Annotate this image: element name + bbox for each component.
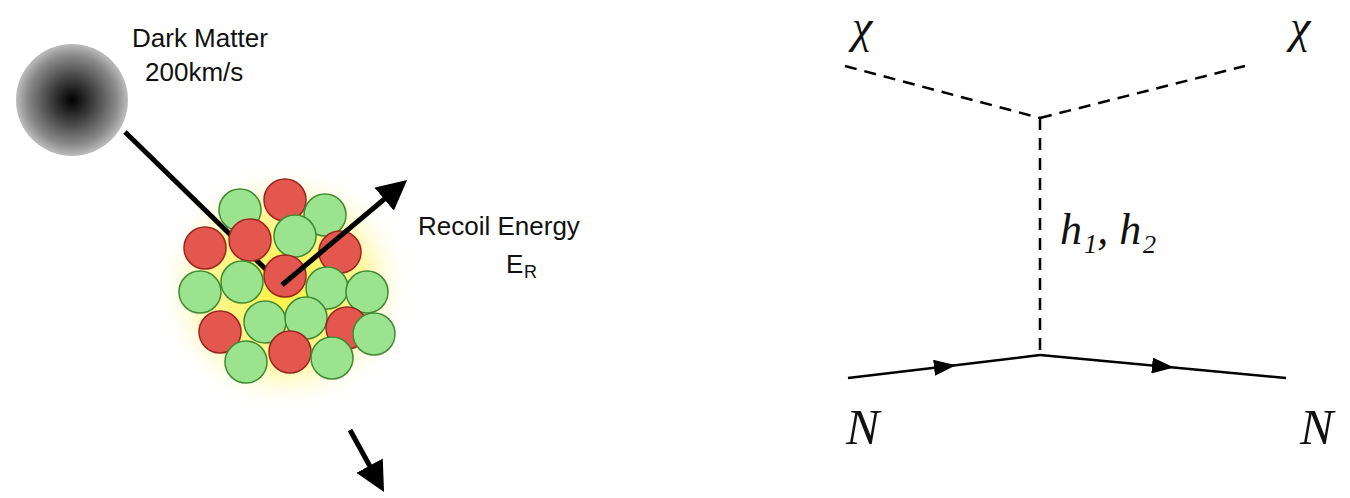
proton [264, 179, 306, 221]
subscript: R [524, 263, 537, 283]
annotation: 200km/s [145, 58, 243, 87]
nucleus [179, 179, 395, 383]
fermion-line [848, 355, 1040, 378]
proton [184, 227, 226, 269]
dark-matter-blob [16, 44, 128, 156]
neutron [179, 271, 221, 313]
incoming-track [125, 132, 282, 285]
neutron [353, 313, 395, 355]
proton [269, 331, 311, 373]
particle-label: χ [852, 2, 872, 53]
outgoing-track [282, 196, 388, 285]
symbol: E [506, 250, 523, 279]
proton [264, 255, 306, 297]
neutron [346, 271, 388, 313]
recoil-arrow [350, 430, 372, 470]
annotation: Recoil Energy [418, 212, 580, 241]
fermion-line [1040, 355, 1286, 378]
particle-label: N [846, 400, 879, 455]
scalar-line [1040, 66, 1245, 118]
proton [229, 219, 271, 261]
feynman-diagram [845, 66, 1286, 378]
mediator-line [1039, 118, 1042, 355]
scalar-line [845, 66, 1040, 118]
neutron [225, 341, 267, 383]
mediator-label: h₁, h₂ [1060, 206, 1157, 254]
neutron [274, 215, 316, 257]
neutron [221, 261, 263, 303]
particle-label: N [1300, 400, 1333, 455]
particle-label: χ [1290, 2, 1310, 53]
neutron [311, 337, 353, 379]
annotation: Dark Matter [132, 24, 268, 53]
